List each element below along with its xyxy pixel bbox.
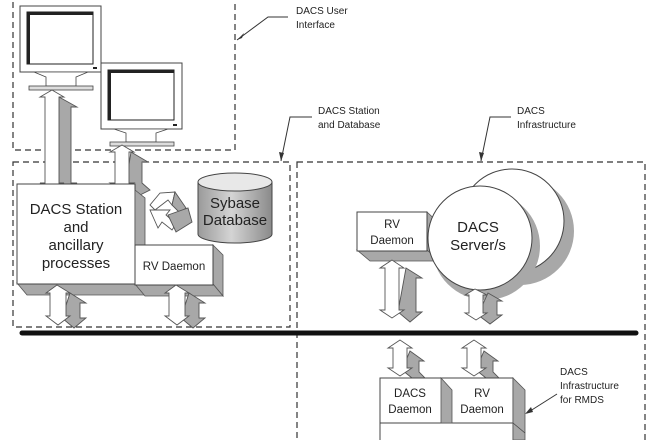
dacs-server-label-line1: DACS bbox=[457, 219, 499, 236]
dacs-server-label-line2: Server/s bbox=[450, 237, 506, 254]
rmds-dacs-daemon-bus-arrow bbox=[386, 339, 427, 379]
infrastructure-label: DACS Infrastructure bbox=[479, 106, 576, 162]
infrastructure-label-line2: Infrastructure bbox=[517, 120, 576, 131]
station-database-leader-line bbox=[280, 116, 312, 162]
infra-rv-daemon-label-line2: Daemon bbox=[370, 235, 413, 247]
station-label-line1: DACS Station bbox=[30, 201, 123, 218]
infra-rv-bus-arrow bbox=[378, 259, 424, 323]
rmds-dacs-daemon-node: DACS Daemon bbox=[388, 388, 431, 416]
infra-rv-daemon-label-line1: RV bbox=[384, 219, 400, 231]
infrastructure-leader-line bbox=[480, 116, 511, 162]
station-side-shade bbox=[134, 189, 146, 246]
station-label-line3: ancillary bbox=[48, 237, 104, 254]
station-database-exchange-arrow bbox=[149, 190, 193, 233]
leader-arrowhead-icon bbox=[279, 152, 284, 161]
dacs-server-bus-arrow bbox=[463, 288, 504, 325]
sybase-label-line1: Sybase bbox=[210, 195, 260, 212]
user-interface-label-line2: Interface bbox=[296, 20, 335, 31]
station-rv-daemon-label: RV Daemon bbox=[143, 261, 205, 273]
rmds-rv-daemon-label-line2: Daemon bbox=[460, 404, 503, 416]
infrastructure-rmds-label-line1: DACS bbox=[560, 367, 588, 378]
user-interface-label-line1: DACS User bbox=[296, 6, 348, 17]
rmds-rv-daemon-node: RV Daemon bbox=[460, 388, 503, 416]
dacs-server-node: DACS Server/s bbox=[427, 168, 574, 300]
station-bus-arrow-2 bbox=[163, 284, 207, 329]
station-database-zone bbox=[12, 161, 291, 328]
user-interface-zone bbox=[12, 0, 236, 151]
station-database-label-line2: and Database bbox=[318, 120, 381, 131]
rmds-stack-node bbox=[379, 376, 526, 440]
infrastructure-zone bbox=[296, 161, 646, 440]
leader-arrowhead-icon bbox=[479, 152, 484, 161]
infrastructure-rmds-label: DACS Infrastructure for RMDS bbox=[525, 367, 619, 414]
leader-arrowhead-icon bbox=[525, 407, 533, 414]
user-interface-leader-line bbox=[236, 16, 288, 41]
station-database-label-line1: DACS Station bbox=[318, 106, 380, 117]
dacs-station-node: DACS Station and ancillary processes bbox=[16, 183, 151, 296]
leader-arrowhead-icon bbox=[237, 33, 244, 40]
monitor-2-icon bbox=[100, 62, 183, 147]
station-bus-arrow-1 bbox=[44, 284, 88, 329]
station-label-line4: processes bbox=[42, 255, 110, 272]
monitor-1-station-arrow bbox=[38, 89, 79, 190]
infrastructure-label-line1: DACS bbox=[517, 106, 545, 117]
rmds-dacs-daemon-label-line2: Daemon bbox=[388, 404, 431, 416]
user-interface-label: DACS User Interface bbox=[236, 6, 348, 41]
monitor-1-icon bbox=[19, 5, 102, 91]
infrastructure-rmds-label-line2: Infrastructure bbox=[560, 381, 619, 392]
sybase-database-node: Sybase Database bbox=[197, 172, 273, 244]
rmds-dacs-daemon-label-line1: DACS bbox=[394, 388, 426, 400]
rmds-rv-daemon-bus-arrow bbox=[460, 339, 501, 379]
infrastructure-rmds-label-line3: for RMDS bbox=[560, 395, 604, 406]
sybase-label-line2: Database bbox=[203, 212, 267, 229]
rmds-rv-daemon-label-line1: RV bbox=[474, 388, 490, 400]
station-database-label: DACS Station and Database bbox=[279, 106, 381, 162]
station-label-line2: and bbox=[63, 219, 88, 236]
